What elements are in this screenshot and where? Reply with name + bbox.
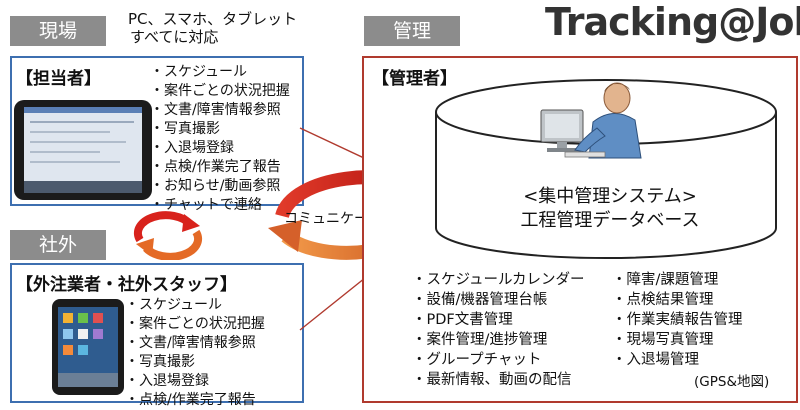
tablet-image-portrait — [52, 299, 124, 395]
feature-item: 設備/機器管理台帳 — [412, 290, 585, 310]
field-item: 点検/作業完了報告 — [150, 158, 290, 177]
feature-item: 案件管理/進捗管理 — [412, 330, 585, 350]
feature-item: 障害/課題管理 — [612, 270, 743, 290]
tablet-screen — [24, 107, 142, 193]
field-item: スケジュール — [150, 63, 290, 82]
field-panel-title: 【担当者】 — [16, 69, 101, 89]
field-item-list: スケジュール 案件ごとの状況把握 文書/障害情報参照 写真撮影 入退場登録 点検… — [150, 63, 290, 215]
feature-item: 作業実績報告管理 — [612, 310, 743, 330]
external-item-list: スケジュール 案件ごとの状況把握 文書/障害情報参照 写真撮影 入退場登録 点検… — [125, 296, 265, 410]
features-note: (GPS&地図) — [694, 374, 770, 390]
field-panel: 【担当者】 スケジュール 案件ごとの状況把握 文書/障害情報参照 写真撮影 入退… — [10, 56, 304, 213]
db-title-line1: <集中管理システム> — [523, 186, 697, 207]
field-item: チャットで連絡 — [150, 196, 290, 215]
external-tag: 社外 — [10, 230, 106, 260]
sync-arrows-small — [133, 211, 203, 260]
field-item: 文書/障害情報参照 — [150, 101, 290, 120]
db-title-line2: 工程管理データベース — [520, 210, 700, 231]
administrator-illustration — [540, 82, 642, 159]
management-tag: 管理 — [364, 16, 460, 46]
tablet-image — [14, 100, 152, 200]
devices-note-line2: すべてに対応 — [130, 28, 219, 46]
feature-item: 最新情報、動画の配信 — [412, 370, 585, 390]
field-item: 案件ごとの状況把握 — [150, 82, 290, 101]
feature-item: PDF文書管理 — [412, 310, 585, 330]
management-features-right: 障害/課題管理 点検結果管理 作業実績報告管理 現場写真管理 入退場管理 — [612, 270, 743, 370]
feature-item: 現場写真管理 — [612, 330, 743, 350]
devices-note-line1: PC、スマホ、タブレット — [128, 10, 298, 28]
external-panel-title: 【外注業者・社外スタッフ】 — [16, 275, 237, 295]
devices-note: PC、スマホ、タブレット すべてに対応 — [128, 10, 297, 46]
field-tag: 現場 — [10, 16, 106, 46]
external-item: 案件ごとの状況把握 — [125, 315, 265, 334]
feature-item: スケジュールカレンダー — [412, 270, 585, 290]
field-item: 写真撮影 — [150, 120, 290, 139]
management-features-left: スケジュールカレンダー 設備/機器管理台帳 PDF文書管理 案件管理/進捗管理 … — [412, 270, 585, 390]
feature-item: 点検結果管理 — [612, 290, 743, 310]
field-item: お知らせ/動画参照 — [150, 177, 290, 196]
brand-logo: Tracking@Job — [545, 0, 800, 44]
external-item: 写真撮影 — [125, 353, 265, 372]
external-panel: 【外注業者・社外スタッフ】 スケジュール 案件ごとの状況把握 文書/障害情報参照… — [10, 263, 304, 408]
field-item: 入退場登録 — [150, 139, 290, 158]
external-item: 文書/障害情報参照 — [125, 334, 265, 353]
database-cylinder — [435, 79, 777, 259]
feature-item: グループチャット — [412, 350, 585, 370]
feature-item: 入退場管理 — [612, 350, 743, 370]
external-item: スケジュール — [125, 296, 265, 315]
tablet-screen — [58, 307, 118, 387]
external-item: 入退場登録 — [125, 372, 265, 391]
management-panel-title: 【管理者】 — [372, 69, 457, 89]
